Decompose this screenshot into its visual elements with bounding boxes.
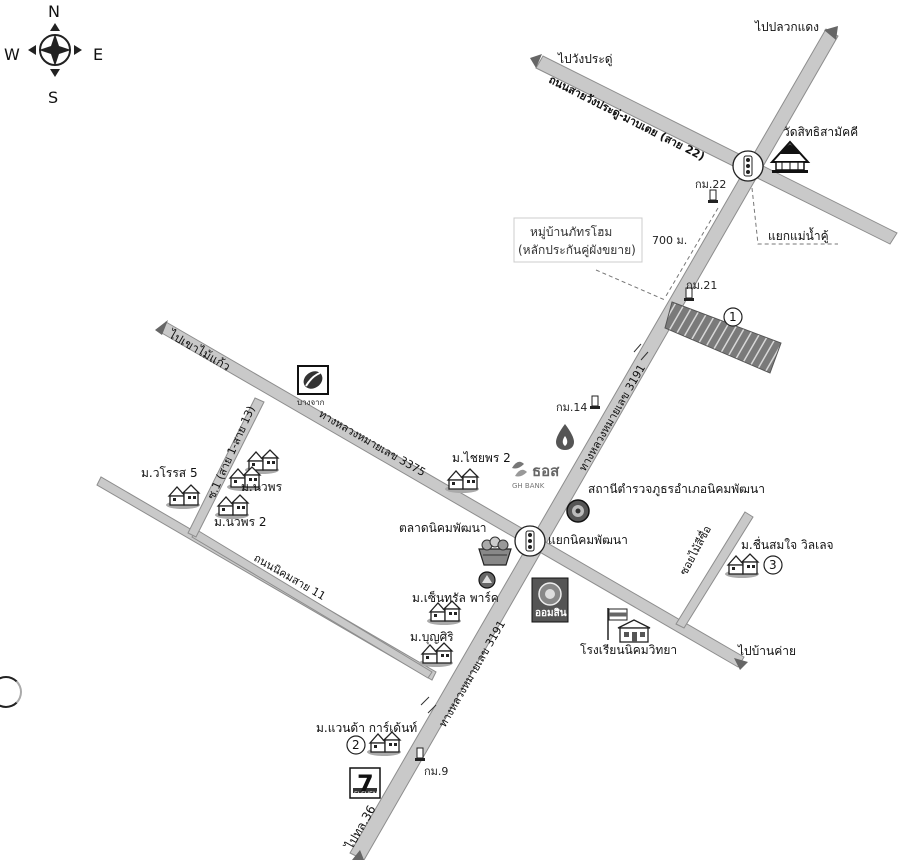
village-chaiyaporn: ม.ไชยพร 2 [452,451,511,465]
bangchak-label: บางจาก [297,398,325,407]
temple-icon [769,140,811,173]
village-chuensomjai: ม.ชื่นสมใจ วิลเลจ [741,536,834,552]
village-wanda: ม.แวนด้า การ์เด้นท์ [316,721,417,735]
dir-pluak-daeng: ไปปลวกแดง [754,20,819,34]
dir-ban-khai: ไปบ้านค่าย [737,644,796,658]
house-icons [166,449,760,756]
km-post-icon [708,189,718,203]
roads-layer [96,28,898,860]
road-soi-1 [187,397,265,538]
km9-label: กม.9 [424,765,448,778]
village-boonsiri: ม.บุญศิริ [410,630,454,645]
place-market: ตลาดนิคมพัฒนา [399,521,487,535]
project-label-line1: หมู่บ้านภัทรโฮม [530,225,612,240]
place-intersection-nikhom: แยกนิคมพัฒนา [548,533,628,547]
village-nawaporn: ม.นวพร [241,480,283,494]
road-label-hwy-3191-upper: ทางหลวงหมายเลข 3191 [576,362,648,473]
road-label-wang-pradu: ถนนสายวังประดู่-มาบเตย (สาย 22) [546,73,707,164]
village-worarot: ม.วโรรส 5 [141,466,198,480]
project-area [664,301,782,374]
dashed-pointers [595,187,838,301]
compass-s: S [48,88,58,107]
seven-eleven-number: 7 [357,770,374,798]
seal-icon [566,499,590,523]
house-icon [227,466,262,491]
compass-e: E [93,45,103,64]
village-nawaporn2: ม.นวพร 2 [214,515,266,529]
fuel-drop-icon [556,424,574,450]
village-central-park: ม.เซ็นทรัล พาร์ค [412,590,499,605]
house-icon [725,553,760,578]
road-wang-pradu [535,55,898,245]
bank-icon [512,461,527,477]
emblem-icon [478,571,496,589]
bridge-marks [420,343,649,714]
number-2: 2 [352,738,360,752]
edge-circle-icon [0,676,22,708]
road-label-soi-mai-si-sue: ซอยไม้สีซื่อ [675,523,714,578]
road-nawaporn-link [191,529,433,679]
number-circle-2 [346,735,366,755]
house-icon [215,494,250,519]
km-post-icon [415,747,425,761]
compass-w: W [4,45,20,64]
km22-label: กม.22 [695,178,726,191]
house-icon [166,484,201,509]
place-school: โรงเรียนนิคมวิทยา [580,643,677,657]
bangchak-logo-icon [297,365,329,395]
compass-rose-icon [28,23,82,77]
number-3: 3 [769,558,777,572]
place-police: สถานีตำรวจภูธรอำเภอนิคมพัฒนา [588,482,765,497]
distance-label: 700 ม. [652,234,687,247]
arrow-khao-mai-kaeo [155,320,168,335]
traffic-light-icon [514,525,546,557]
gsb-logo-text: ออมสิน [535,607,567,619]
gsb-bank-icon [531,577,569,623]
road-soi-mai-si-sue [675,511,754,629]
traffic-light-icon [732,150,764,182]
school-building-icon [617,619,651,643]
number-circle-3 [763,555,783,575]
dir-wang-pradu: ไปวังประดู่ [557,52,613,67]
direction-arrows [155,26,838,860]
place-intersection-mae-nam-khu: แยกแม่น้ำคู้ [768,227,829,244]
market-basket-icon [478,536,512,566]
house-icon [427,600,462,625]
dir-khao-mai-kaeo: ไปเขาไม้แก้ว [166,327,233,374]
arrow-ban-khai [734,658,748,670]
km14-label: กม.14 [556,401,587,414]
house-icon [419,642,454,667]
arrow-wang-pradu [530,54,542,68]
compass-n: N [48,2,60,21]
km21-label: กม.21 [686,279,717,292]
house-icon [367,731,402,756]
arrow-highway-36 [352,850,364,860]
seven-eleven-sub: ELEVEN [354,791,377,798]
project-label-box [513,217,643,263]
ghb-logo-sub: GH BANK [512,482,545,490]
number-circle-1 [723,307,743,327]
arrow-pluak-daeng [824,26,838,40]
km-post-icon [590,395,600,409]
km-post-icon [684,287,694,301]
place-wat: วัดสิทธิสามัคคี [783,125,858,139]
road-label-hwy-3375: ทางหลวงหมายเลข 3375 [317,407,428,479]
project-label-line2: (หลักประกันคู่ผังขยาย) [518,243,636,258]
number-1: 1 [729,310,737,324]
house-icon [445,468,480,493]
ghb-logo-text: ธอส [532,462,560,480]
flag-icon [607,608,628,640]
convenience-store-icon [349,767,381,799]
